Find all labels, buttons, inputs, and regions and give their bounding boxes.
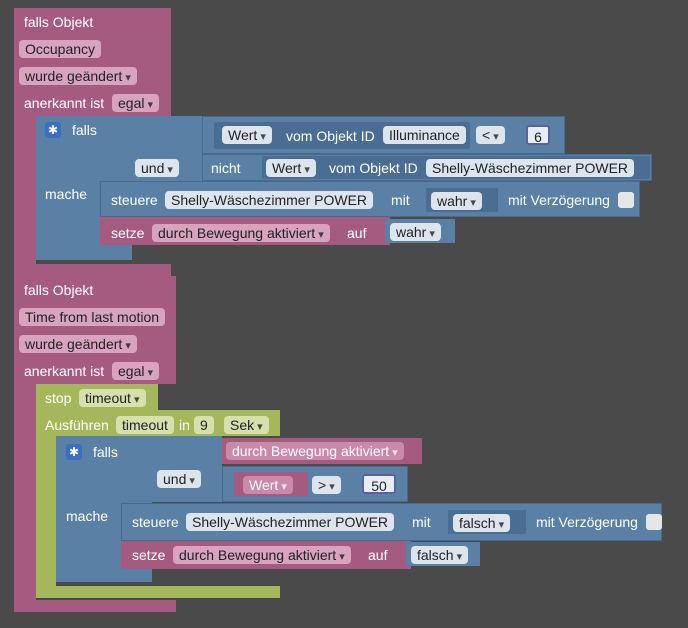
if1-steuere-mit: mit [391, 192, 410, 208]
if2-setze-auf: auf [368, 547, 388, 563]
if1-setze-label: setze [111, 225, 145, 241]
stop-dropdown[interactable]: timeout [79, 389, 146, 407]
if2-steuere-mit: mit [412, 514, 431, 530]
if2-cond1-variable[interactable]: durch Bewegung aktiviert [226, 442, 404, 460]
block2-trigger-dropdown[interactable]: wurde geändert [19, 335, 137, 353]
if2-setze-label: setze [132, 547, 166, 563]
if2-steuere-delay-label: mit Verzögerung [536, 514, 638, 530]
block1-object-field[interactable]: Occupancy [19, 40, 102, 58]
block2-ack-dropdown[interactable]: egal [112, 362, 160, 380]
if1-cond1-number[interactable]: 6 [526, 125, 550, 145]
if1-cond2-object[interactable]: Shelly-Wäschezimmer POWER [426, 159, 635, 177]
block1-ack-label: anerkannt ist [24, 95, 105, 111]
if1-und-dropdown[interactable]: und [135, 159, 179, 177]
stop-label: stop [45, 390, 72, 406]
if1-setze-variable[interactable]: durch Bewegung aktiviert [152, 224, 330, 242]
if1-falls-label: falls [72, 122, 97, 138]
if1-steuere-delay-label: mit Verzögerung [508, 192, 610, 208]
if1-cond1-object[interactable]: Illuminance [383, 126, 466, 144]
block2-object-field[interactable]: Time from last motion [19, 308, 166, 326]
if1-steuere-label: steuere [111, 192, 158, 208]
if2-cond2-operator[interactable]: > [312, 476, 341, 494]
if1-delay-checkbox[interactable] [618, 192, 634, 208]
block2-ack-label: anerkannt ist [24, 363, 105, 379]
if1-setze-auf: auf [347, 225, 367, 241]
if1-cond2-value-dropdown[interactable]: Wert [266, 159, 316, 177]
block1-ack-dropdown[interactable]: egal [112, 94, 160, 112]
if1-nicht-label: nicht [211, 160, 241, 176]
block2-header: falls Objekt [24, 282, 94, 298]
if1-cond1-from: vom Objekt ID [286, 128, 375, 144]
if2-steuere-label: steuere [132, 514, 179, 530]
if2-steuere-value[interactable]: falsch [453, 514, 511, 532]
ausfuehren-unit[interactable]: Sek [224, 416, 269, 434]
if1-mache-label: mache [45, 186, 88, 202]
if1-steuere-value[interactable]: wahr [431, 192, 482, 210]
if2-cond2-number[interactable]: 50 [362, 474, 396, 494]
if2-delay-checkbox[interactable] [646, 514, 662, 530]
if1-setze-value[interactable]: wahr [390, 223, 441, 241]
if1-cond1-operator[interactable]: < [476, 126, 505, 144]
ausfuehren-name[interactable]: timeout [116, 416, 174, 434]
if2-setze-variable[interactable]: durch Bewegung aktiviert [173, 546, 351, 564]
ausfuehren-in: in [179, 417, 190, 433]
if2-falls-label: falls [93, 444, 118, 460]
if1-cond2-from: vom Objekt ID [329, 160, 418, 176]
if2-setze-value[interactable]: falsch [411, 546, 469, 564]
if2-und-dropdown[interactable]: und [157, 470, 201, 488]
ausfuehren-label: Ausführen [45, 417, 109, 433]
if2-mache-label: mache [66, 508, 109, 524]
block1-trigger-dropdown[interactable]: wurde geändert [19, 67, 137, 85]
if2-steuere-object[interactable]: Shelly-Wäschezimmer POWER [186, 513, 395, 531]
gear-icon[interactable]: ✱ [66, 444, 82, 460]
block1-header: falls Objekt [24, 14, 94, 30]
ausfuehren-number[interactable]: 9 [194, 416, 214, 434]
if2-cond2-value[interactable]: Wert [243, 476, 293, 494]
if1-steuere-object[interactable]: Shelly-Wäschezimmer POWER [165, 191, 374, 209]
if1-cond1-value-dropdown[interactable]: Wert [222, 126, 272, 144]
gear-icon[interactable]: ✱ [45, 122, 61, 138]
